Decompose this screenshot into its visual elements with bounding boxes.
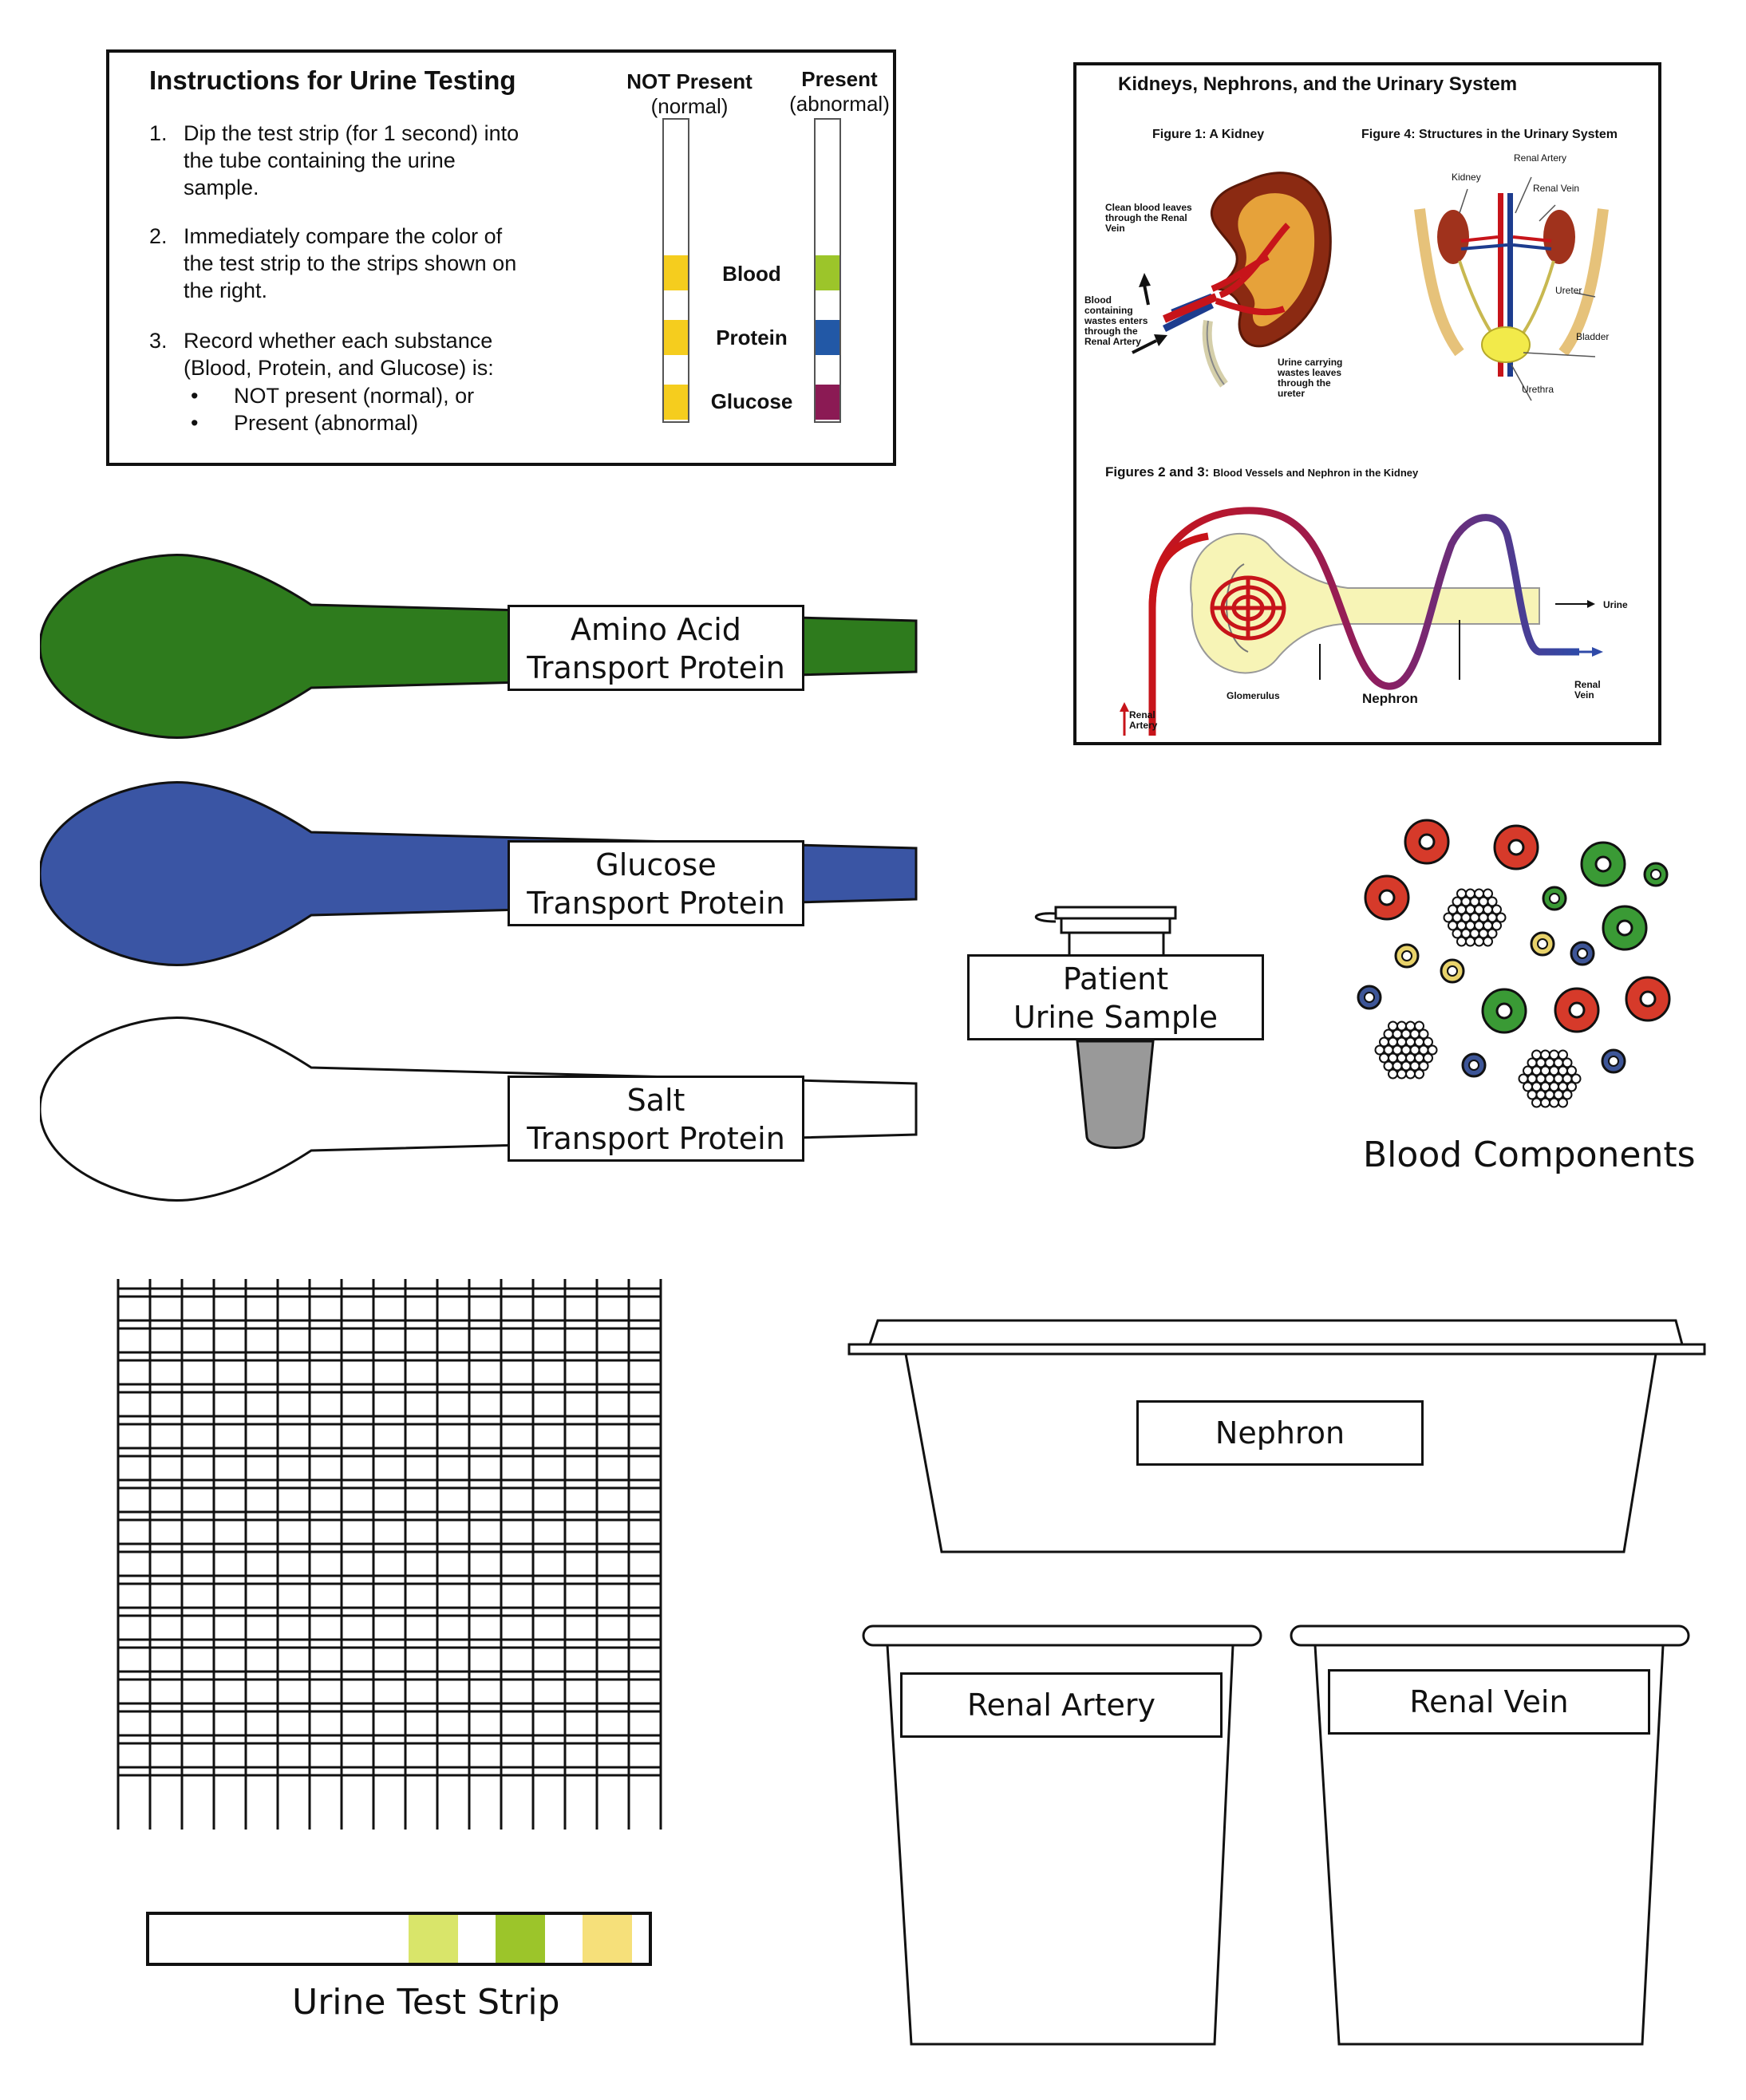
instructions-title: Instructions for Urine Testing <box>149 65 516 95</box>
test-pad-1 <box>409 1915 458 1963</box>
not-present-sub: (normal) <box>650 94 729 118</box>
label-line-1: Glucose <box>595 847 717 882</box>
urinary-system-figure <box>1414 176 1609 401</box>
nephron-label-fig3: Nephron <box>1362 691 1418 706</box>
label-line-2: Transport Protein <box>527 886 785 921</box>
step-text: Dip the test strip (for 1 second) into t… <box>184 121 519 199</box>
abnormal-glucose-pad <box>816 385 839 420</box>
label-line-2: Transport Protein <box>527 1121 785 1156</box>
bullet-text: Present (abnormal) <box>234 411 419 435</box>
transport-protein-spoons <box>40 553 918 1202</box>
salt-spoon[interactable] <box>40 1016 918 1202</box>
nephron-label: Nephron <box>1136 1400 1424 1466</box>
urine-test-strip[interactable] <box>146 1912 652 1966</box>
poster-title: Kidneys, Nephrons, and the Urinary Syste… <box>1118 73 1518 95</box>
platelet-cluster-group[interactable] <box>1374 888 1582 1108</box>
filter-grid[interactable] <box>110 1279 669 1830</box>
blood-components-caption: Blood Components <box>1363 1135 1696 1175</box>
renal-vein-label-fig4: Renal Vein <box>1533 183 1580 194</box>
label-line-1: Amino Acid <box>571 612 741 647</box>
renal-artery-label-fig4: Renal Artery <box>1514 152 1567 164</box>
step-number: 2. <box>149 224 168 248</box>
renal-artery-label: Renal Artery <box>900 1672 1223 1738</box>
test-pad-2 <box>496 1915 545 1963</box>
instruction-step-3: 3. Record whether each substance (Blood,… <box>149 327 532 391</box>
urine-test-strip-caption: Urine Test Strip <box>292 1982 560 2023</box>
present-header: Present (abnormal) <box>776 67 903 116</box>
abnormal-blood-pad <box>816 255 839 290</box>
nephron-figure <box>1120 507 1603 736</box>
bullet-text: NOT present (normal), or <box>234 384 475 408</box>
white-blood-cell-group[interactable] <box>1481 841 1648 1034</box>
not-present-header: NOT Present (normal) <box>618 69 761 119</box>
instruction-step-1: 1. Dip the test strip (for 1 second) int… <box>149 120 532 207</box>
containers <box>847 1319 1706 2046</box>
urine-testing-instructions: Instructions for Urine Testing 1. Dip th… <box>106 49 896 466</box>
urine-label-fig3: Urine <box>1603 599 1628 610</box>
glucose-transport-label: Glucose Transport Protein <box>508 840 804 926</box>
not-present-title: NOT Present <box>626 69 753 93</box>
figures-2-3-bold: Figures 2 and 3: <box>1105 464 1210 480</box>
renal-vein-label-fig3: Renal Vein <box>1574 679 1601 701</box>
renal-vein-container[interactable] <box>1290 1624 1690 2046</box>
blood-label: Blood <box>722 262 781 286</box>
label-line-2: Transport Protein <box>527 650 785 685</box>
present-title: Present <box>801 67 878 91</box>
step-text: Immediately compare the color of the tes… <box>184 224 517 302</box>
small-cell-group[interactable] <box>1357 862 1669 1078</box>
normal-blood-pad <box>664 255 688 290</box>
patient-urine-sample-label: Patient Urine Sample <box>967 954 1264 1040</box>
renal-artery-container[interactable] <box>862 1624 1262 2046</box>
normal-glucose-pad <box>664 385 688 420</box>
amino-acid-spoon[interactable] <box>40 553 918 740</box>
bladder-label-fig4: Bladder <box>1576 331 1610 342</box>
glucose-label: Glucose <box>710 389 793 413</box>
kidney-figure <box>1132 172 1332 388</box>
step-number: 1. <box>149 121 168 145</box>
amino-acid-transport-label: Amino Acid Transport Protein <box>508 605 804 691</box>
label-line-1: Salt <box>626 1083 685 1118</box>
label-line-1: Patient <box>1062 961 1169 997</box>
blood-components-cluster <box>1357 819 1671 1108</box>
normal-protein-pad <box>664 320 688 355</box>
glomerulus-label: Glomerulus <box>1227 690 1280 701</box>
urine-note: Urine carrying wastes leaves through the… <box>1278 357 1343 399</box>
clean-blood-note: Clean blood leaves through the Renal Vei… <box>1105 202 1192 234</box>
normal-reference-strip <box>662 118 689 423</box>
figure-4-caption: Figure 4: Structures in the Urinary Syst… <box>1361 128 1618 141</box>
kidney-label-fig4: Kidney <box>1452 172 1481 183</box>
kidney-urinary-poster: Kidneys, Nephrons, and the Urinary Syste… <box>1073 62 1661 745</box>
renal-vein-label: Renal Vein <box>1328 1669 1650 1735</box>
protein-label: Protein <box>716 326 788 349</box>
abnormal-protein-pad <box>816 320 839 355</box>
step-text: Record whether each substance (Blood, Pr… <box>184 329 494 380</box>
figures-2-3-caption: Figures 2 and 3: Blood Vessels and Nephr… <box>1105 464 1418 480</box>
waste-blood-note: Blood containing wastes enters through t… <box>1084 294 1148 347</box>
step-number: 3. <box>149 329 168 353</box>
urethra-label-fig4: Urethra <box>1522 384 1554 395</box>
present-sub: (abnormal) <box>789 92 890 116</box>
test-pad-3 <box>583 1915 632 1963</box>
red-blood-cell-group[interactable] <box>1364 819 1671 1033</box>
instruction-step-2: 2. Immediately compare the color of the … <box>149 223 532 310</box>
abnormal-reference-strip <box>814 118 841 423</box>
label-line-2: Urine Sample <box>1013 1000 1219 1035</box>
glucose-spoon[interactable] <box>40 780 918 967</box>
figure-1-caption: Figure 1: A Kidney <box>1152 128 1265 141</box>
salt-transport-label: Salt Transport Protein <box>508 1076 804 1162</box>
renal-artery-label-fig3: Renal Artery <box>1129 709 1158 731</box>
ureter-label-fig4: Ureter <box>1555 285 1582 296</box>
figures-2-3-rest: Blood Vessels and Nephron in the Kidney <box>1213 467 1419 479</box>
